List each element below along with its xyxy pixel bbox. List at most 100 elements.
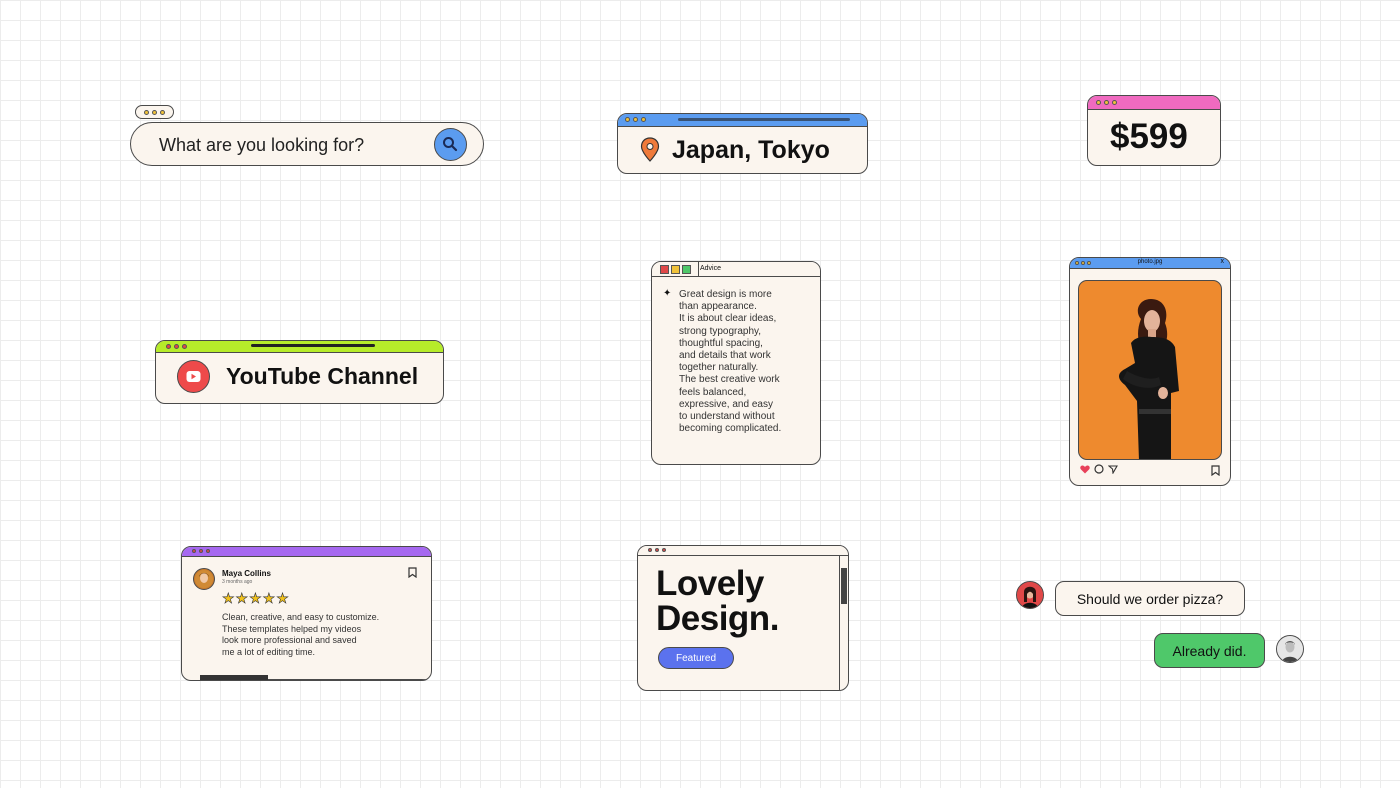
window-dots: [192, 549, 210, 553]
review-line: Clean, creative, and easy to customize.: [222, 612, 380, 622]
price-amount: $599: [1110, 117, 1188, 156]
location-pin-icon: [640, 137, 660, 162]
window-dot: [633, 117, 638, 122]
search-button[interactable]: [434, 128, 467, 161]
avatar: [1016, 581, 1044, 609]
window-dot: [1081, 261, 1085, 265]
window-dot: [655, 548, 659, 552]
search-icon: [443, 137, 458, 152]
advice-text: Great design is more than appearance. It…: [679, 289, 781, 435]
bookmark-icon[interactable]: [1211, 465, 1220, 476]
review-timestamp: 3 months ago: [222, 579, 253, 585]
bookmark-icon[interactable]: [408, 567, 417, 578]
window-dot: [641, 117, 646, 122]
advice-line: It is about clear ideas,: [679, 313, 777, 325]
search-window-dots: [135, 105, 174, 119]
star-rating: ★★★★★: [222, 590, 290, 607]
advice-window: Advice ✦ Great design is more than appea…: [651, 261, 821, 465]
avatar-image: [195, 570, 213, 588]
lovely-design-card: Lovely Design. Featured: [637, 545, 849, 691]
featured-button[interactable]: Featured: [658, 647, 734, 669]
advice-line: The best creative work: [679, 374, 780, 386]
lovely-title-bar: [638, 546, 848, 556]
advice-line: Great design is more: [679, 289, 772, 300]
advice-line: becoming complicated.: [679, 423, 782, 435]
search-bar[interactable]: What are you looking for?: [130, 122, 484, 166]
advice-title-bar: Advice: [652, 262, 820, 277]
maximize-window-button[interactable]: [682, 265, 691, 274]
window-dot: [1096, 100, 1101, 105]
window-dot: [662, 548, 666, 552]
avatar: [1276, 635, 1304, 663]
avatar-image: [1017, 582, 1043, 608]
title-divider: [698, 262, 699, 277]
review-line: look more professional and saved: [222, 635, 357, 646]
title-bar-line: [251, 344, 375, 347]
close-button[interactable]: x: [1220, 258, 1225, 265]
location-title-bar: [618, 114, 867, 127]
headline-line-2: Design.: [656, 599, 779, 638]
window-dot: [648, 548, 652, 552]
window-dots: [166, 344, 187, 349]
share-icon[interactable]: [1108, 464, 1118, 474]
window-dot: [166, 344, 171, 349]
window-dot: [174, 344, 179, 349]
window-dot: [1104, 100, 1109, 105]
comment-icon[interactable]: [1094, 464, 1104, 474]
progress-track: [200, 679, 431, 680]
price-card: $599: [1087, 95, 1221, 166]
window-dots: [1096, 100, 1117, 105]
window-dot: [152, 109, 157, 115]
window-dot: [160, 109, 165, 115]
review-text: Clean, creative, and easy to customize. …: [222, 612, 379, 658]
window-dot: [1075, 261, 1079, 265]
photo-title-bar: photo.jpg x: [1070, 258, 1230, 269]
post-actions: [1080, 464, 1118, 474]
window-dot: [1087, 261, 1091, 265]
window-dots: [648, 548, 666, 552]
youtube-logo: [177, 360, 210, 393]
person-portrait: [1119, 299, 1179, 459]
search-input[interactable]: What are you looking for?: [159, 135, 365, 155]
window-dot: [1112, 100, 1117, 105]
progress-bar: [200, 675, 268, 680]
youtube-card[interactable]: YouTube Channel: [155, 340, 444, 404]
advice-line: thoughtful spacing,: [679, 337, 763, 349]
heart-icon[interactable]: [1080, 465, 1090, 474]
review-line: These templates helped my videos: [222, 623, 362, 634]
advice-line: than appearance.: [679, 301, 757, 313]
minimize-window-button[interactable]: [671, 265, 680, 274]
headline-line-1: Lovely: [656, 564, 764, 603]
window-dots: [625, 117, 646, 122]
message-text: Already did.: [1172, 642, 1247, 659]
price-title-bar: [1088, 96, 1220, 110]
window-dot: [192, 549, 196, 553]
window-dot: [625, 117, 630, 122]
window-dots: [1075, 261, 1091, 265]
window-dot: [206, 549, 210, 553]
window-dot: [182, 344, 187, 349]
window-dot: [144, 109, 149, 115]
photo-post-card: photo.jpg x: [1069, 257, 1231, 486]
advice-line: feels balanced,: [679, 386, 747, 398]
photo-image: [1078, 280, 1222, 460]
review-title-bar: [182, 547, 431, 557]
advice-line: to understand without: [679, 411, 775, 423]
window-buttons: [660, 265, 691, 274]
window-dot: [199, 549, 203, 553]
close-window-button[interactable]: [660, 265, 669, 274]
advice-line: expressive, and easy: [679, 398, 773, 410]
play-icon: [186, 371, 201, 382]
sparkle-icon: ✦: [663, 288, 672, 299]
location-card: Japan, Tokyo: [617, 113, 868, 174]
incoming-message: Should we order pizza?: [1055, 581, 1245, 616]
avatar-image: [1277, 636, 1303, 662]
advice-line: together naturally.: [679, 362, 759, 374]
photo-filename: photo.jpg: [1137, 259, 1163, 265]
advice-line: strong typography,: [679, 325, 762, 337]
avatar: [193, 568, 215, 590]
scrollbar-thumb[interactable]: [841, 568, 847, 604]
scrollbar-track[interactable]: [839, 556, 848, 690]
review-card: Maya Collins 3 months ago ★★★★★ Clean, c…: [181, 546, 432, 681]
youtube-label: YouTube Channel: [226, 363, 419, 389]
